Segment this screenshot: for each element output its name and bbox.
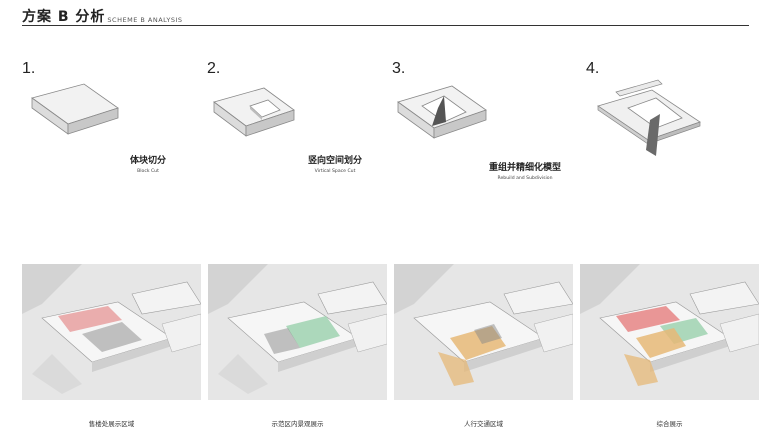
render-1 — [22, 264, 201, 400]
render-3 — [394, 264, 573, 400]
step-2-number: 2. — [207, 60, 221, 77]
step-2-caption: 竖向空间划分 Virtical Space Cut — [307, 156, 362, 174]
page-subtitle: SCHEME B ANALYSIS — [107, 16, 183, 24]
render-4 — [580, 264, 759, 400]
step-1-number: 1. — [22, 60, 36, 77]
page-title: 方案 B 分析 — [22, 9, 106, 25]
step-1-caption: 体块切分 Block Cut — [129, 156, 166, 174]
render-1-caption: 售楼处展示区域 — [88, 420, 135, 428]
render-4-caption: 综合展示 — [656, 420, 683, 428]
render-2 — [208, 264, 387, 400]
page-header: 方案 B 分析 SCHEME B ANALYSIS — [22, 8, 183, 26]
header-divider — [22, 25, 749, 26]
step-1-diagram — [28, 78, 123, 142]
step-3-caption: 重组并精细化模型 Rebuild and Subdivision — [488, 163, 561, 181]
step-2-diagram — [210, 82, 300, 146]
step-3-number: 3. — [392, 60, 406, 77]
step-4-number: 4. — [586, 60, 600, 77]
step-4-diagram — [596, 78, 706, 162]
render-2-caption: 示范区内景观展示 — [271, 420, 324, 428]
render-3-caption: 人行交通区域 — [464, 420, 503, 428]
step-3-diagram — [394, 78, 490, 148]
